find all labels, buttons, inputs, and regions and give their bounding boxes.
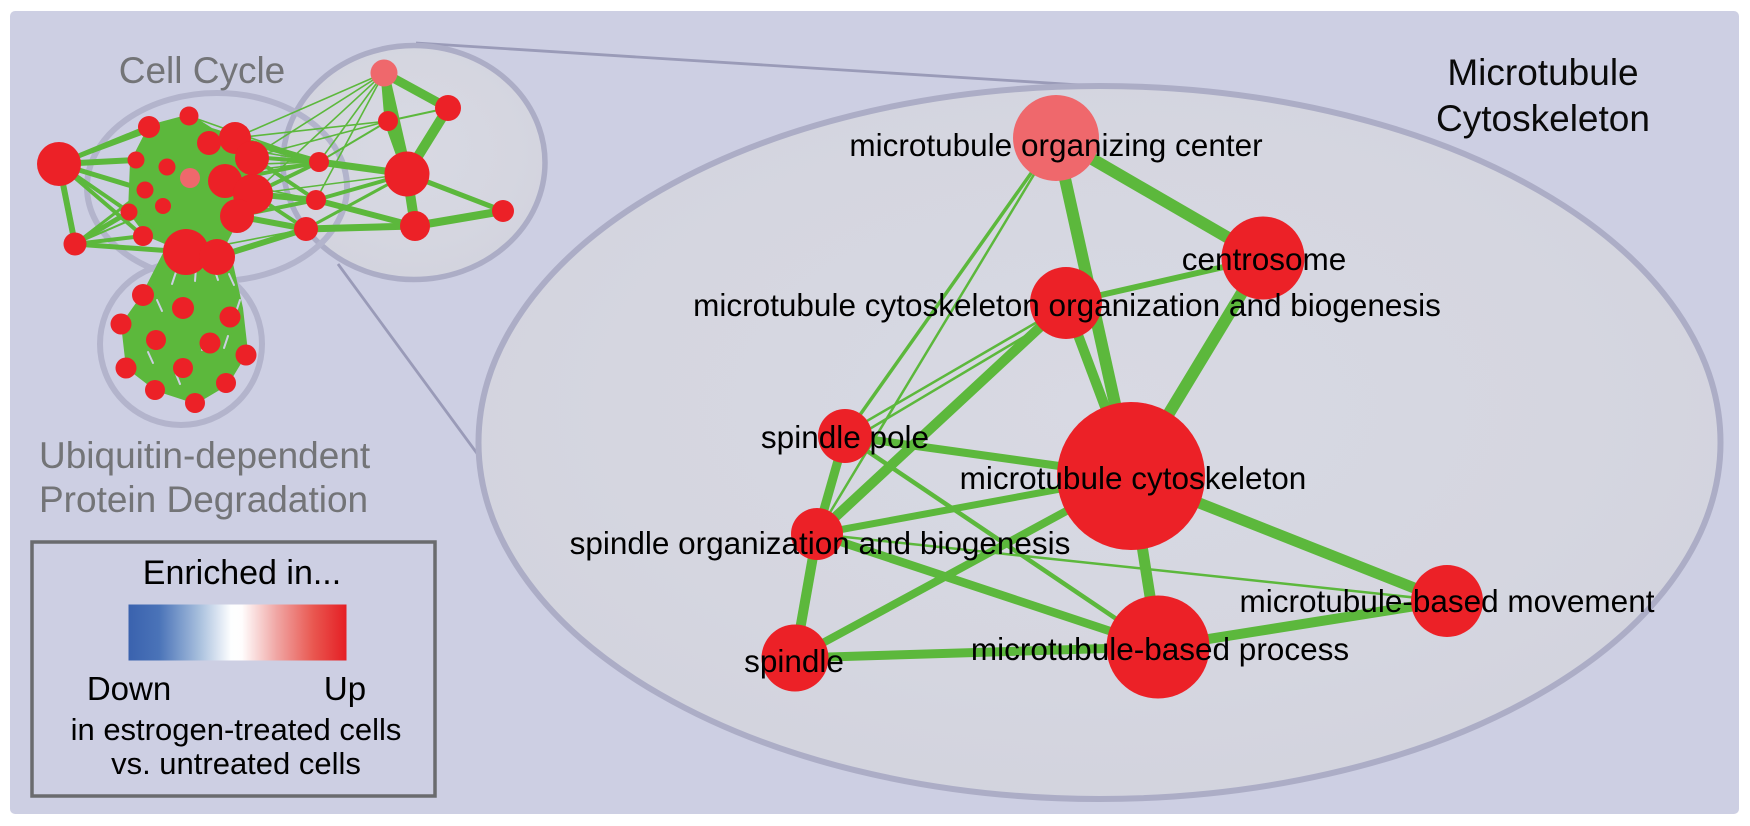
svg-text:spindle pole: spindle pole	[761, 419, 929, 455]
svg-text:Down: Down	[87, 670, 171, 707]
svg-text:microtubule organizing center: microtubule organizing center	[849, 127, 1262, 163]
svg-text:microtubule cytoskeleton organ: microtubule cytoskeleton organization an…	[693, 287, 1441, 323]
svg-text:microtubule-based process: microtubule-based process	[971, 631, 1349, 667]
svg-text:spindle organization and bioge: spindle organization and biogenesis	[570, 525, 1071, 561]
svg-text:spindle: spindle	[744, 643, 844, 679]
svg-text:Cytoskeleton: Cytoskeleton	[1436, 98, 1650, 139]
svg-text:vs. untreated cells: vs. untreated cells	[111, 746, 361, 781]
svg-text:centrosome: centrosome	[1182, 241, 1347, 277]
svg-text:Microtubule: Microtubule	[1447, 52, 1638, 93]
svg-text:Ubiquitin-dependent: Ubiquitin-dependent	[39, 435, 371, 476]
svg-text:microtubule cytoskeleton: microtubule cytoskeleton	[960, 460, 1307, 496]
svg-text:Up: Up	[324, 670, 366, 707]
svg-text:in estrogen-treated cells: in estrogen-treated cells	[71, 712, 402, 747]
svg-text:Protein Degradation: Protein Degradation	[39, 479, 368, 520]
svg-text:Enriched in...: Enriched in...	[143, 554, 341, 592]
svg-text:Cell Cycle: Cell Cycle	[119, 50, 286, 91]
svg-text:microtubule-based movement: microtubule-based movement	[1240, 583, 1655, 619]
